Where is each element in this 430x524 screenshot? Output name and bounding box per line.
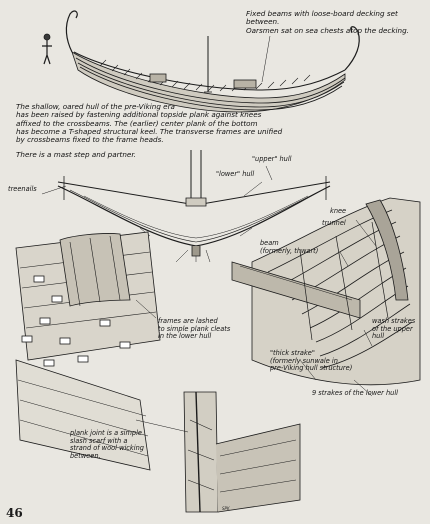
label-treenails: treenails [8,185,37,193]
label-upper-hull: "upper" hull [252,155,292,163]
label-wash-strakes: wash strakes of the upper hull [372,317,416,341]
hull-cross-section [41,150,331,263]
label-knee: knee [330,207,347,215]
artist-initials: SPK [222,506,230,511]
caption-mast-step: There is a mast step and partner. [16,150,136,159]
page-number: 46 [6,506,23,520]
scale-figure [42,33,52,65]
caption-fixed-beams: Fixed beams with loose-board decking set… [246,9,409,35]
label-frames-lashed: frames are lashed to simple plank cleats… [158,317,231,341]
viking-ship-drawing [65,10,360,113]
label-beam: beam (formerly, thwart) [260,239,319,255]
caption-hull-intro: The shallow, oared hull of the pre-Vikin… [16,102,283,145]
plank-scarf-detail [135,391,301,513]
label-lower-hull: "lower" hull [216,170,255,178]
label-nine-strakes: 9 strakes of the lower hull [312,389,398,397]
label-plank-joint: plank joint is a simple slash scarf with… [70,429,144,460]
frame-lashing-detail [15,231,161,471]
label-thick-strake: "thick strake" (formerly sunwale in pre-… [270,349,353,373]
label-trunnel: trunnel [322,219,346,227]
planking-detail-drawing [231,197,421,397]
